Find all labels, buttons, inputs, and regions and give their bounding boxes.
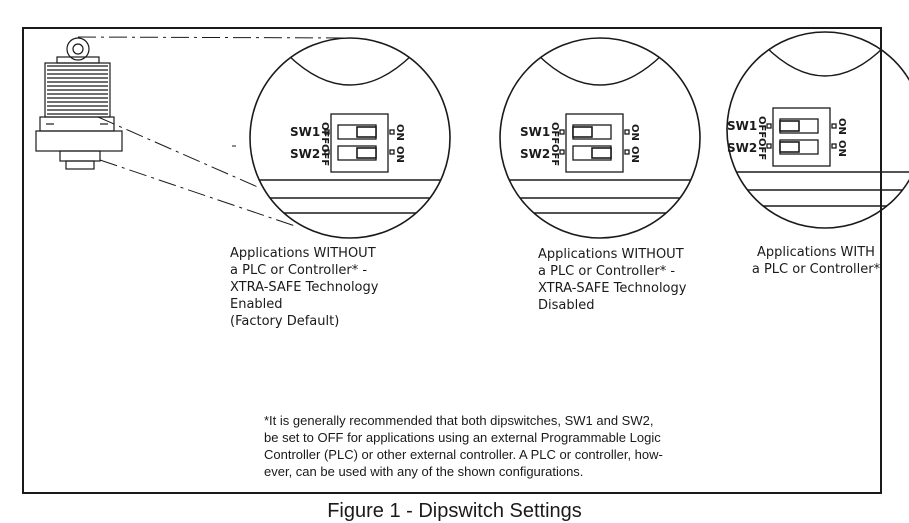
on-label: ON: [836, 118, 847, 135]
detector-device: [35, 37, 123, 170]
on-label: ON: [836, 140, 847, 157]
sw2-label: SW2: [520, 147, 550, 161]
sw2-label: SW2: [290, 147, 320, 161]
off-label: OFF: [319, 122, 330, 144]
on-label: ON: [394, 124, 405, 141]
dipswitch-knob: [779, 120, 800, 132]
leader-lines: [77, 36, 351, 227]
footnote: *It is generally recommended that both d…: [264, 413, 663, 479]
off-label: OFF: [549, 144, 560, 166]
off-label: OFF: [756, 138, 767, 160]
on-label: ON: [629, 124, 640, 141]
magnifier-circle-1: [249, 37, 451, 239]
on-label: ON: [629, 146, 640, 163]
configuration-caption-1: Applications WITHOUT a PLC or Controller…: [230, 246, 379, 329]
off-label: OFF: [756, 116, 767, 138]
figure-title: Figure 1 - Dipswitch Settings: [327, 500, 582, 522]
dip-block-2: [559, 113, 630, 173]
configuration-caption-2: Applications WITHOUT a PLC or Controller…: [538, 247, 687, 313]
dip-block-3: [766, 107, 837, 167]
sw1-label: SW1: [727, 119, 757, 133]
figure-frame: [22, 27, 882, 494]
dipswitch-knob: [356, 126, 377, 138]
dipswitch-knob: [356, 147, 377, 159]
dipswitch-knob: [591, 147, 612, 159]
dipswitch-knob: [572, 126, 593, 138]
sw1-label: SW1: [290, 125, 320, 139]
dip-block-1: [324, 113, 395, 173]
on-label: ON: [394, 146, 405, 163]
configuration-caption-3: Applications WITH a PLC or Controller*: [751, 245, 881, 277]
off-label: OFF: [549, 122, 560, 144]
off-label: OFF: [319, 144, 330, 166]
dipswitch-knob: [779, 141, 800, 153]
sw1-label: SW1: [520, 125, 550, 139]
sw2-label: SW2: [727, 141, 757, 155]
